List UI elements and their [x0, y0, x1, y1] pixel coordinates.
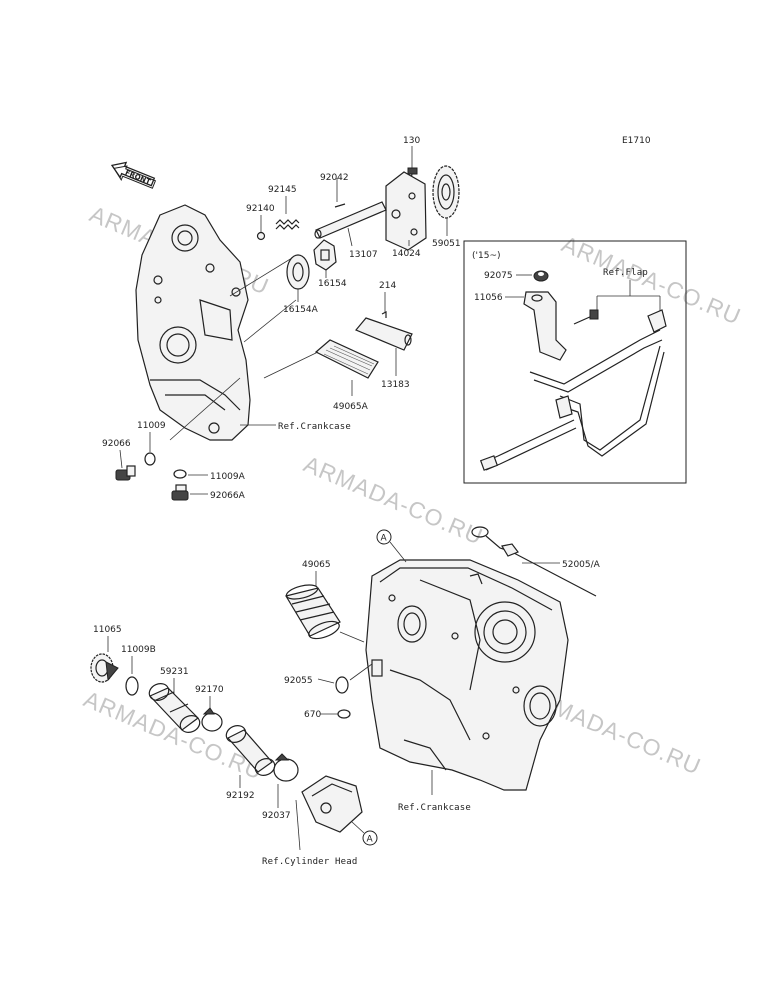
marker-a-top: A — [376, 529, 407, 563]
pin-92042-icon — [334, 203, 346, 208]
leader-92066 — [119, 449, 123, 469]
pin-214-icon — [381, 311, 387, 318]
label-49065A: 49065A — [333, 402, 369, 412]
label-92055: 92055 — [284, 676, 313, 686]
rotor-16154-icon — [313, 239, 337, 271]
label-52005A: 52005/A — [562, 560, 601, 570]
washer-11009A-icon — [173, 469, 187, 479]
leader-cover-shaft-2 — [243, 299, 297, 343]
label-59231: 59231 — [160, 667, 189, 677]
label-59051: 59051 — [432, 239, 461, 249]
pipe-59231-icon — [148, 683, 201, 733]
label-13183: 13183 — [381, 380, 410, 390]
leader-92055 — [317, 678, 335, 684]
label-670: 670 — [304, 710, 321, 720]
gear-59051-icon — [432, 165, 460, 219]
oring-92055-icon — [335, 676, 349, 694]
label-92140: 92140 — [246, 204, 275, 214]
shaft-13107-icon — [314, 201, 387, 239]
front-arrow-icon: FRONT — [110, 161, 157, 189]
rotor-16154A-icon — [286, 254, 310, 290]
washer-11009B-icon — [125, 676, 139, 696]
label-92066A: 92066A — [210, 491, 246, 501]
plate-13183-icon — [355, 317, 413, 351]
pump-cover-14024-icon — [385, 171, 427, 251]
leader-92055-to-case — [349, 663, 373, 681]
elbow-pipe-icon — [301, 775, 363, 833]
plug-92066A-icon — [171, 484, 189, 501]
flap-frame-icon — [479, 309, 667, 471]
washer-11009-icon — [144, 452, 156, 466]
label-92042: 92042 — [320, 173, 349, 183]
dipstick-52005A-icon — [471, 526, 597, 597]
clamp-92037-icon — [273, 753, 299, 782]
label-92145: 92145 — [268, 185, 297, 195]
leader-ref-flap — [596, 280, 661, 314]
bolt-flap-icon — [573, 309, 599, 325]
bracket-11056-icon — [523, 291, 567, 361]
label-13107: 13107 — [349, 250, 378, 260]
label-130: 130 — [403, 136, 420, 146]
plug-92066-icon — [115, 465, 136, 481]
gear-case-cover — [135, 204, 251, 441]
label-92192: 92192 — [226, 791, 255, 801]
plug-11065-icon — [90, 653, 119, 683]
label-92170: 92170 — [195, 685, 224, 695]
hose-92192-icon — [225, 725, 276, 776]
label-214: 214 — [379, 281, 396, 291]
label-11056: 11056 — [474, 293, 503, 303]
crankcase-body — [365, 559, 569, 791]
marker-a-top-label: A — [381, 534, 388, 544]
watermark-3: ARMADA-CO.RU — [300, 451, 487, 550]
ref-crankcase-lower: Ref.Crankcase — [398, 803, 471, 813]
nut-92075-icon — [533, 270, 549, 282]
label-11065: 11065 — [93, 625, 122, 635]
leader-cyl-head — [295, 799, 301, 851]
label-11009A: 11009A — [210, 472, 246, 482]
diagram-code: E1710 — [622, 136, 651, 146]
oring-670-icon — [337, 709, 351, 719]
inset-year-label: ('15~) — [472, 251, 501, 261]
strainer-49065A-icon — [314, 339, 379, 379]
leader-13107 — [347, 227, 353, 247]
inset-box: ('15~) Ref.Flap 92075 11056 — [463, 240, 687, 484]
ref-cylinder-head: Ref.Cylinder Head — [262, 857, 358, 867]
oil-filter-49065-icon — [285, 584, 365, 643]
leader-cover-shaft — [229, 257, 293, 297]
label-92037: 92037 — [262, 811, 291, 821]
label-11009: 11009 — [137, 421, 166, 431]
clamp-92170-icon — [201, 707, 223, 732]
label-14024: 14024 — [392, 249, 421, 259]
label-49065: 49065 — [302, 560, 331, 570]
spring-92145-icon — [275, 219, 300, 230]
label-16154: 16154 — [318, 279, 347, 289]
label-11009B: 11009B — [121, 645, 156, 655]
leader-strainer-cover — [263, 351, 319, 379]
marker-a-bottom-label: A — [367, 835, 374, 845]
leader-lower-drain — [169, 377, 241, 441]
marker-a-bottom: A — [351, 821, 378, 846]
label-92075: 92075 — [484, 271, 513, 281]
inset-ref-flap: Ref.Flap — [603, 268, 648, 278]
ref-crankcase-upper: Ref.Crankcase — [278, 422, 351, 432]
ball-92140-icon — [256, 231, 266, 241]
label-16154A: 16154A — [283, 305, 319, 315]
label-92066: 92066 — [102, 439, 131, 449]
